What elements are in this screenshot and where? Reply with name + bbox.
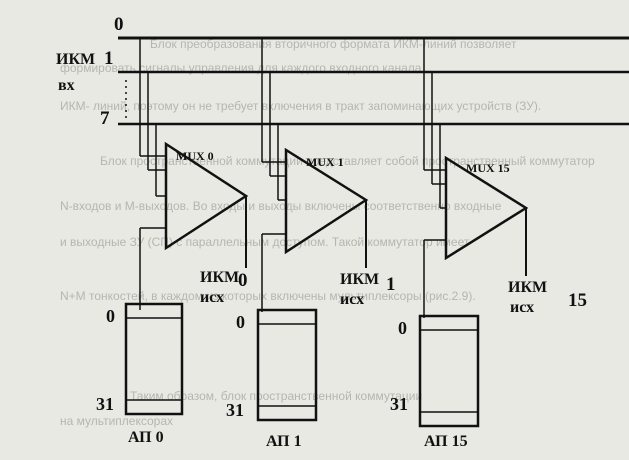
memory-top-num: 0 <box>106 306 115 326</box>
memory-label: АП 15 <box>424 433 468 450</box>
bg-text-line: N+M тонкостей, в каждом из которых включ… <box>60 289 476 303</box>
mux-triangle <box>444 155 529 261</box>
mux-block: MUX 1 ИКМ исх 1 <box>261 38 396 312</box>
bus-line-label-0: 0 <box>114 14 124 35</box>
memory-rect <box>256 308 318 422</box>
bg-text-line: ИКМ- линий, поэтому он не требует включе… <box>60 99 541 113</box>
input-label: ИКМ <box>56 51 95 68</box>
memory-block: 0 31 АП 15 <box>390 314 480 450</box>
bg-text-line: Блок преобразования вторичного формата И… <box>150 37 517 51</box>
memory-top-num: 0 <box>236 312 245 332</box>
mux-label: MUX 0 <box>176 149 214 163</box>
memory-top-num: 0 <box>398 318 407 338</box>
mux-label: MUX 15 <box>466 161 510 175</box>
memory-rect <box>418 314 480 428</box>
mux-out-num: 0 <box>238 270 248 291</box>
mux-out-label: исх <box>510 299 534 316</box>
memory-label: АП 1 <box>266 433 302 450</box>
memory-bottom-num: 31 <box>226 400 244 420</box>
mux-label: MUX 1 <box>306 155 344 169</box>
background-text: Блок преобразования вторичного формата И… <box>60 37 595 428</box>
input-bus <box>118 36 629 126</box>
bg-text-line: Блок пространственной коммутации предста… <box>100 154 595 168</box>
bus-line-label-7: 7 <box>100 108 110 129</box>
mux-triangle <box>284 147 369 255</box>
memory-block: 0 31 АП 0 <box>96 302 184 446</box>
mux-block: MUX 15 ИКМ исх 15 <box>423 38 587 318</box>
memory-block: 0 31 АП 1 <box>226 308 318 450</box>
mux-out-label: исх <box>200 289 224 306</box>
mux-out-num: 15 <box>568 290 587 311</box>
mux-out-num: 1 <box>386 274 396 295</box>
mux-out-label: ИКМ <box>508 279 547 296</box>
mux-block: MUX 0 ИКМ исх 0 <box>139 38 249 310</box>
memory-rect <box>124 302 184 416</box>
memory-label: АП 0 <box>128 429 164 446</box>
bus-line-label-1: 1 <box>104 48 114 69</box>
mux-out-label: исх <box>340 291 364 308</box>
bg-text-line: на мультиплексорах <box>60 414 173 428</box>
memory-bottom-num: 31 <box>96 394 114 414</box>
bg-text-line: N-входов и M-выходов. Во входы и выходы … <box>60 199 502 213</box>
memory-bottom-num: 31 <box>390 394 408 414</box>
mux-triangle <box>164 141 249 251</box>
bg-text-line: и выходные ЗУ (СП) с параллельным доступ… <box>60 235 470 249</box>
mux-out-label: ИКМ <box>340 271 379 288</box>
input-label: вх <box>58 77 75 94</box>
mux-out-label: ИКМ <box>200 269 239 286</box>
bg-text-line: Таким образом, блок пространственной ком… <box>130 389 422 403</box>
